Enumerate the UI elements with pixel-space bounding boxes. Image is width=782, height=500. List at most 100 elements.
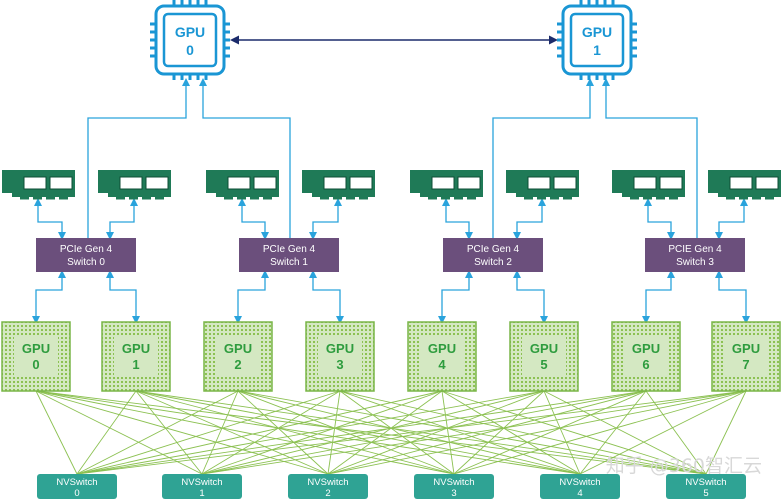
nic-port <box>553 176 577 190</box>
nic-card-0[interactable] <box>2 170 75 200</box>
cpu-pin <box>150 54 156 58</box>
cpu-pin <box>557 22 563 26</box>
nvswitch-box <box>37 474 117 499</box>
cpu-pin <box>224 54 230 58</box>
cpu-pin <box>224 46 230 50</box>
cpu-pin <box>150 22 156 26</box>
nic-card-4[interactable] <box>410 170 483 200</box>
nvswitch-box <box>162 474 242 499</box>
gpu-die <box>318 336 362 376</box>
nic-contact <box>263 197 272 200</box>
cpu-pin <box>603 0 607 6</box>
switch-gpu1-link <box>106 270 140 324</box>
cpu-pin <box>579 74 583 80</box>
cpu-index: 1 <box>593 42 601 58</box>
nic-contact <box>467 197 476 200</box>
cpu-pin <box>150 30 156 34</box>
nvlink-gpu7-nvswitch5 <box>705 390 747 475</box>
cpu-die <box>569 12 625 68</box>
nvlink-gpu3-nvswitch1 <box>201 390 341 475</box>
nic-contact <box>739 197 748 200</box>
nvswitch-box <box>666 474 746 499</box>
switch-gpu5-link <box>513 270 548 324</box>
nic-port <box>729 176 753 190</box>
cpu-pin <box>188 0 192 6</box>
nvswitch-label: NVSwitch <box>433 477 474 488</box>
nvlink-gpu6-nvswitch2 <box>327 390 647 475</box>
cpu-pin <box>587 0 591 6</box>
nic-contact <box>224 197 233 200</box>
gpu-label: GPU <box>122 341 150 356</box>
nic-card-2[interactable] <box>206 170 279 200</box>
nic-contact <box>116 197 125 200</box>
nvlink-gpu1-nvswitch4 <box>135 390 581 475</box>
nic-port <box>633 176 657 190</box>
gpu-die <box>724 336 768 376</box>
nic-card-6[interactable] <box>612 170 685 200</box>
gpu-die <box>114 336 158 376</box>
cpu-pin <box>631 22 637 26</box>
nic-contact <box>630 197 639 200</box>
nic-contact <box>333 197 342 200</box>
nvlink-gpu1-nvswitch2 <box>135 390 329 475</box>
nic-card-1[interactable] <box>98 170 171 200</box>
nvlink-gpu4-nvswitch1 <box>201 390 443 475</box>
pcie-switch-label: PCIe Gen 4 <box>60 244 113 255</box>
cpu-pin <box>631 30 637 34</box>
nic-contact <box>563 197 572 200</box>
nvlink-gpu3-nvswitch0 <box>76 390 341 475</box>
nic-contact <box>669 197 678 200</box>
cpu-pin <box>595 74 599 80</box>
nvlink-gpu7-nvswitch2 <box>327 390 747 475</box>
cpu-pin <box>557 38 563 42</box>
nvswitch-label: NVSwitch <box>307 477 348 488</box>
nic-card-5[interactable] <box>506 170 579 200</box>
nic7-switch-link <box>715 198 748 240</box>
nic-port <box>457 176 481 190</box>
cpu-pin <box>172 0 176 6</box>
nic2-switch-link <box>238 198 269 240</box>
nic-contact <box>454 197 463 200</box>
nic-port <box>659 176 683 190</box>
nvswitch-index: 0 <box>74 488 79 499</box>
cpu-pin <box>631 54 637 58</box>
nic-contact <box>524 197 533 200</box>
nvswitch-index: 2 <box>325 488 330 499</box>
nvswitch-index: 4 <box>577 488 582 499</box>
cpu-pin <box>188 74 192 80</box>
nic-card-7[interactable] <box>708 170 781 200</box>
nvlink-gpu7-nvswitch1 <box>201 390 747 475</box>
pcie-switch-name: Switch 1 <box>270 257 308 268</box>
nic-port <box>49 176 73 190</box>
gpu-index: 1 <box>132 357 139 372</box>
gpu-label: GPU <box>428 341 456 356</box>
nic-contact <box>20 197 29 200</box>
nic-card-3[interactable] <box>302 170 375 200</box>
pcie-switch-box <box>443 238 543 272</box>
pcie-switch-label: PCIE Gen 4 <box>668 244 722 255</box>
nvlink-gpu2-nvswitch3 <box>237 390 455 475</box>
nic1-switch-link <box>106 198 138 240</box>
nvswitch-label: NVSwitch <box>685 477 726 488</box>
